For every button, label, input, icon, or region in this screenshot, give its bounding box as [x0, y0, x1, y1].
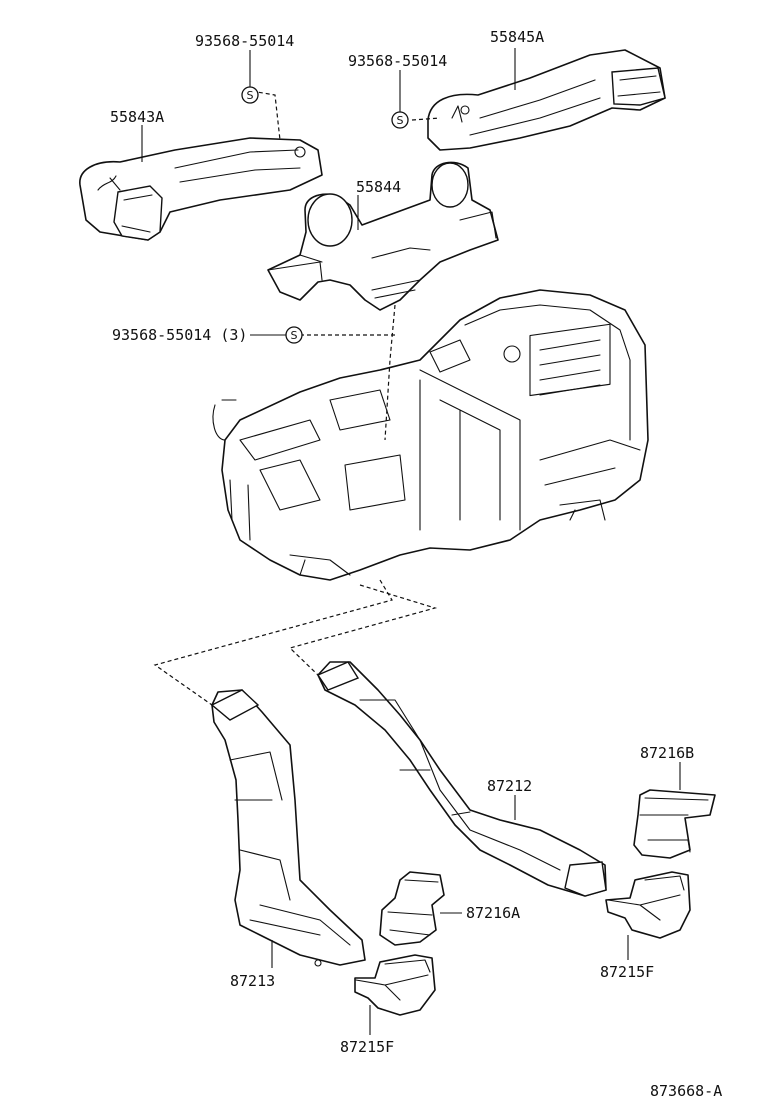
label-screw-mid: 93568-55014 (3) — [112, 326, 247, 344]
figure-code: 873668-A — [650, 1082, 722, 1100]
label-55843a: 55843A — [110, 108, 164, 126]
duct-87216b — [633, 789, 716, 859]
leader-lines — [141, 48, 681, 1035]
label-55845a: 55845A — [490, 28, 544, 46]
label-87213: 87213 — [230, 972, 275, 990]
screw-symbol-top-mid: S — [391, 111, 409, 129]
duct-55843a — [79, 137, 323, 241]
screw-symbol-top-left: S — [241, 86, 259, 104]
hvac-unit — [212, 289, 649, 581]
label-87212: 87212 — [487, 777, 532, 795]
label-55844: 55844 — [356, 178, 401, 196]
label-screw-top-mid: 93568-55014 — [348, 52, 447, 70]
label-87215f-bottom: 87215F — [340, 1038, 394, 1056]
screw-symbol-mid: S — [285, 326, 303, 344]
label-87216b: 87216B — [640, 744, 694, 762]
duct-87216a — [379, 871, 445, 946]
svg-text:S: S — [397, 114, 404, 127]
svg-text:S: S — [291, 329, 298, 342]
label-87215f-right: 87215F — [600, 963, 654, 981]
duct-55845a — [427, 49, 666, 151]
label-87216a: 87216A — [466, 904, 520, 922]
duct-55844 — [267, 161, 499, 311]
duct-87215f-bottom — [354, 954, 436, 1016]
duct-87213 — [210, 689, 366, 967]
duct-87215f-right — [605, 871, 691, 939]
label-screw-top-left: 93568-55014 — [195, 32, 294, 50]
duct-87212 — [316, 661, 607, 897]
svg-text:S: S — [247, 89, 254, 102]
